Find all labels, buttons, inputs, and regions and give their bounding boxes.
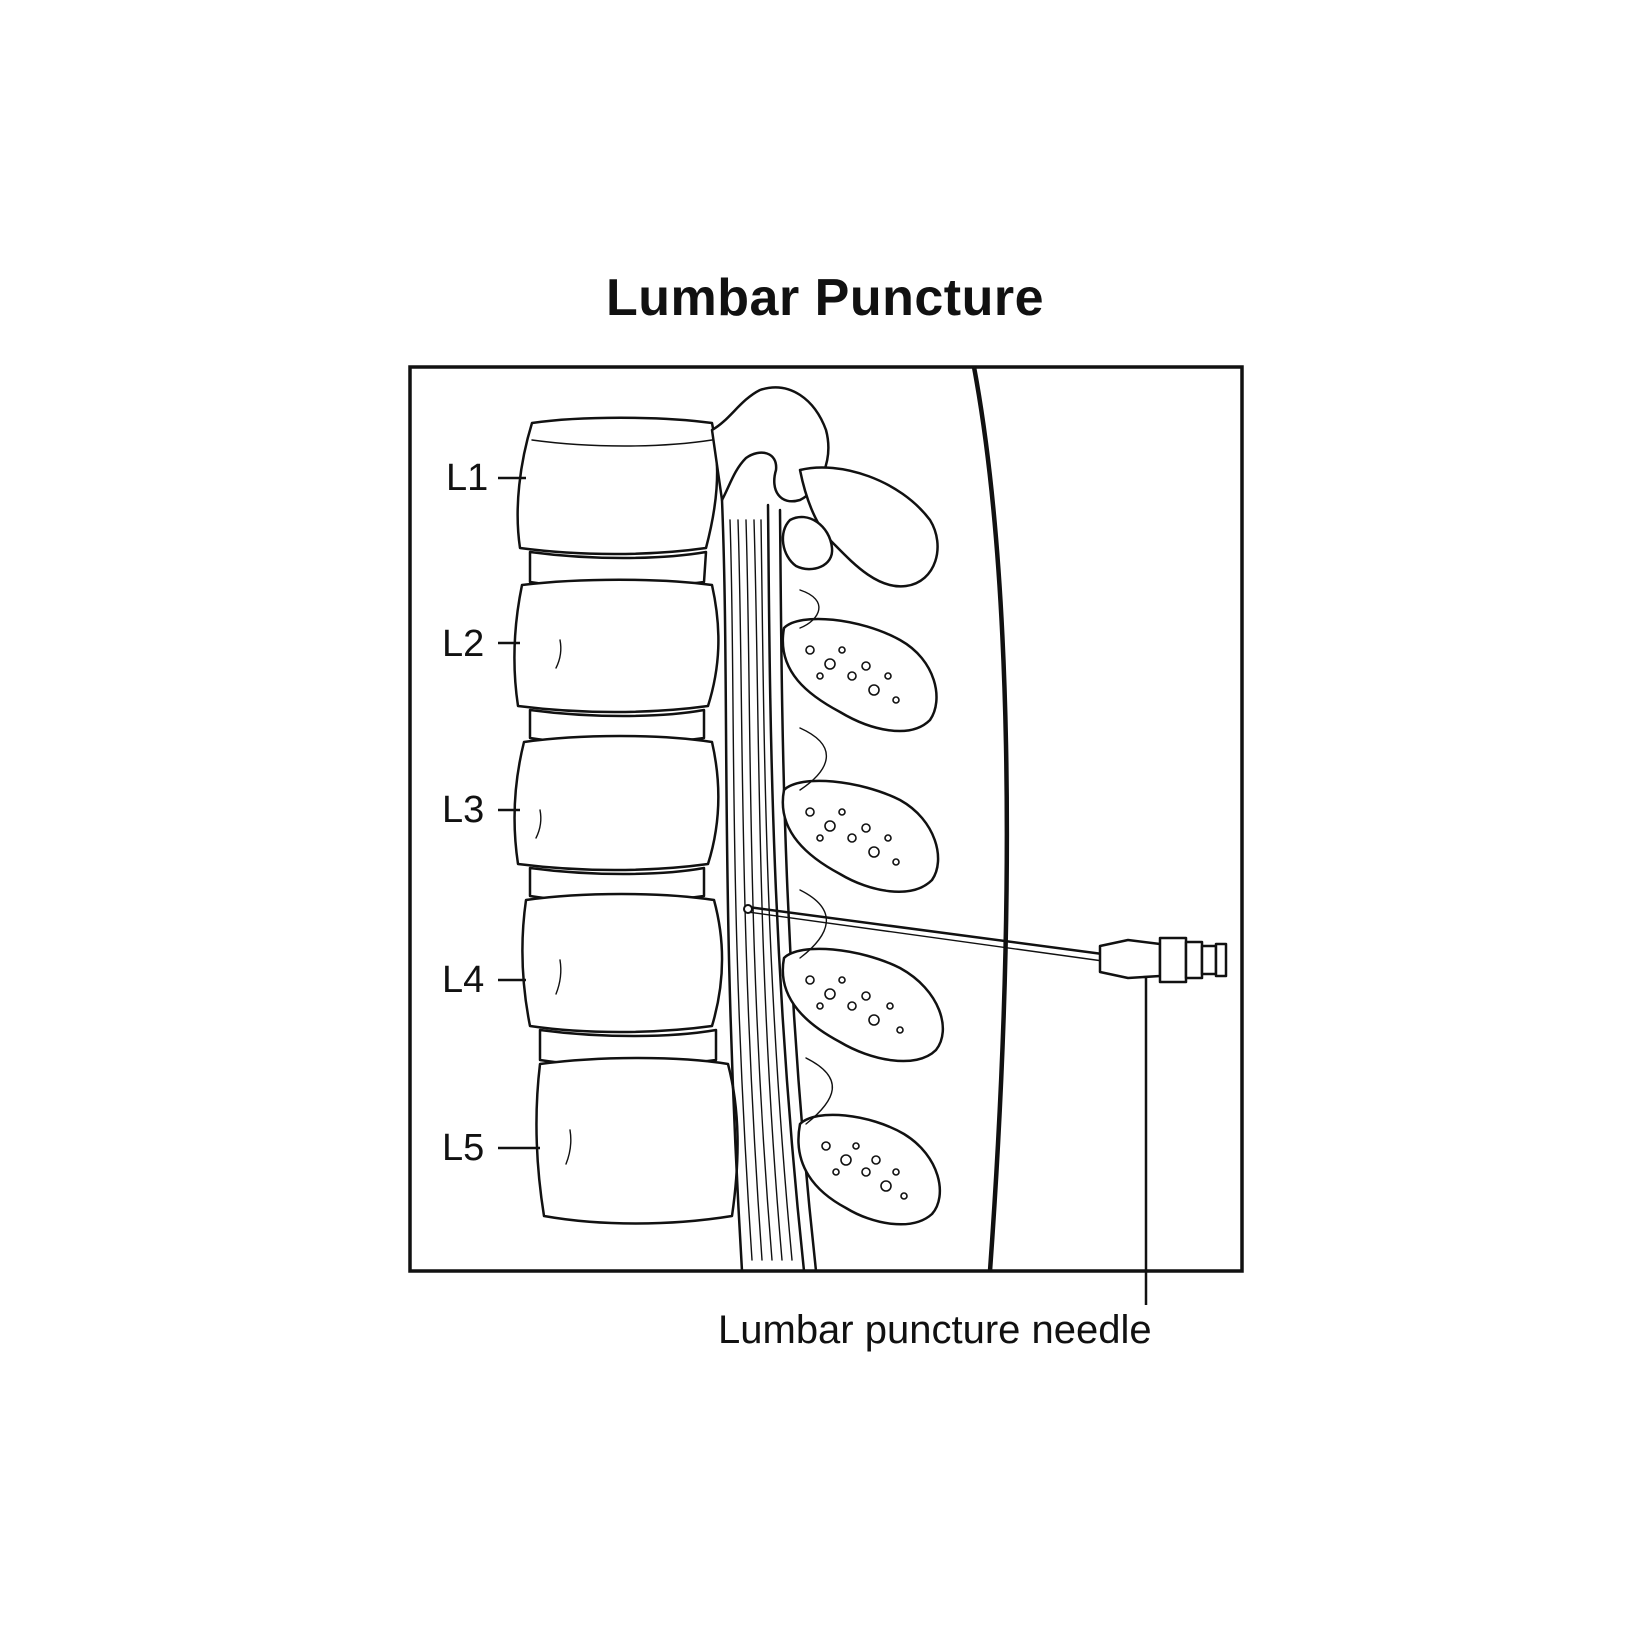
vertebra-label-l5: L5 [442, 1127, 540, 1169]
vertebra-label-l1: L1 [446, 457, 526, 499]
spinous-processes [783, 590, 943, 1224]
vertebra-label-l3: L3 [442, 789, 520, 831]
skin-line [974, 367, 1007, 1271]
svg-text:L2: L2 [442, 623, 484, 665]
vertebra-label-l2: L2 [442, 623, 520, 665]
needle-label: Lumbar puncture needle [718, 1308, 1152, 1352]
svg-text:L5: L5 [442, 1127, 484, 1169]
vertebral-bodies [515, 418, 738, 1224]
svg-text:L4: L4 [442, 959, 484, 1001]
vertebra-label-l4: L4 [442, 959, 526, 1001]
svg-text:L1: L1 [446, 457, 488, 499]
posterior-elements [712, 387, 938, 586]
svg-text:L3: L3 [442, 789, 484, 831]
